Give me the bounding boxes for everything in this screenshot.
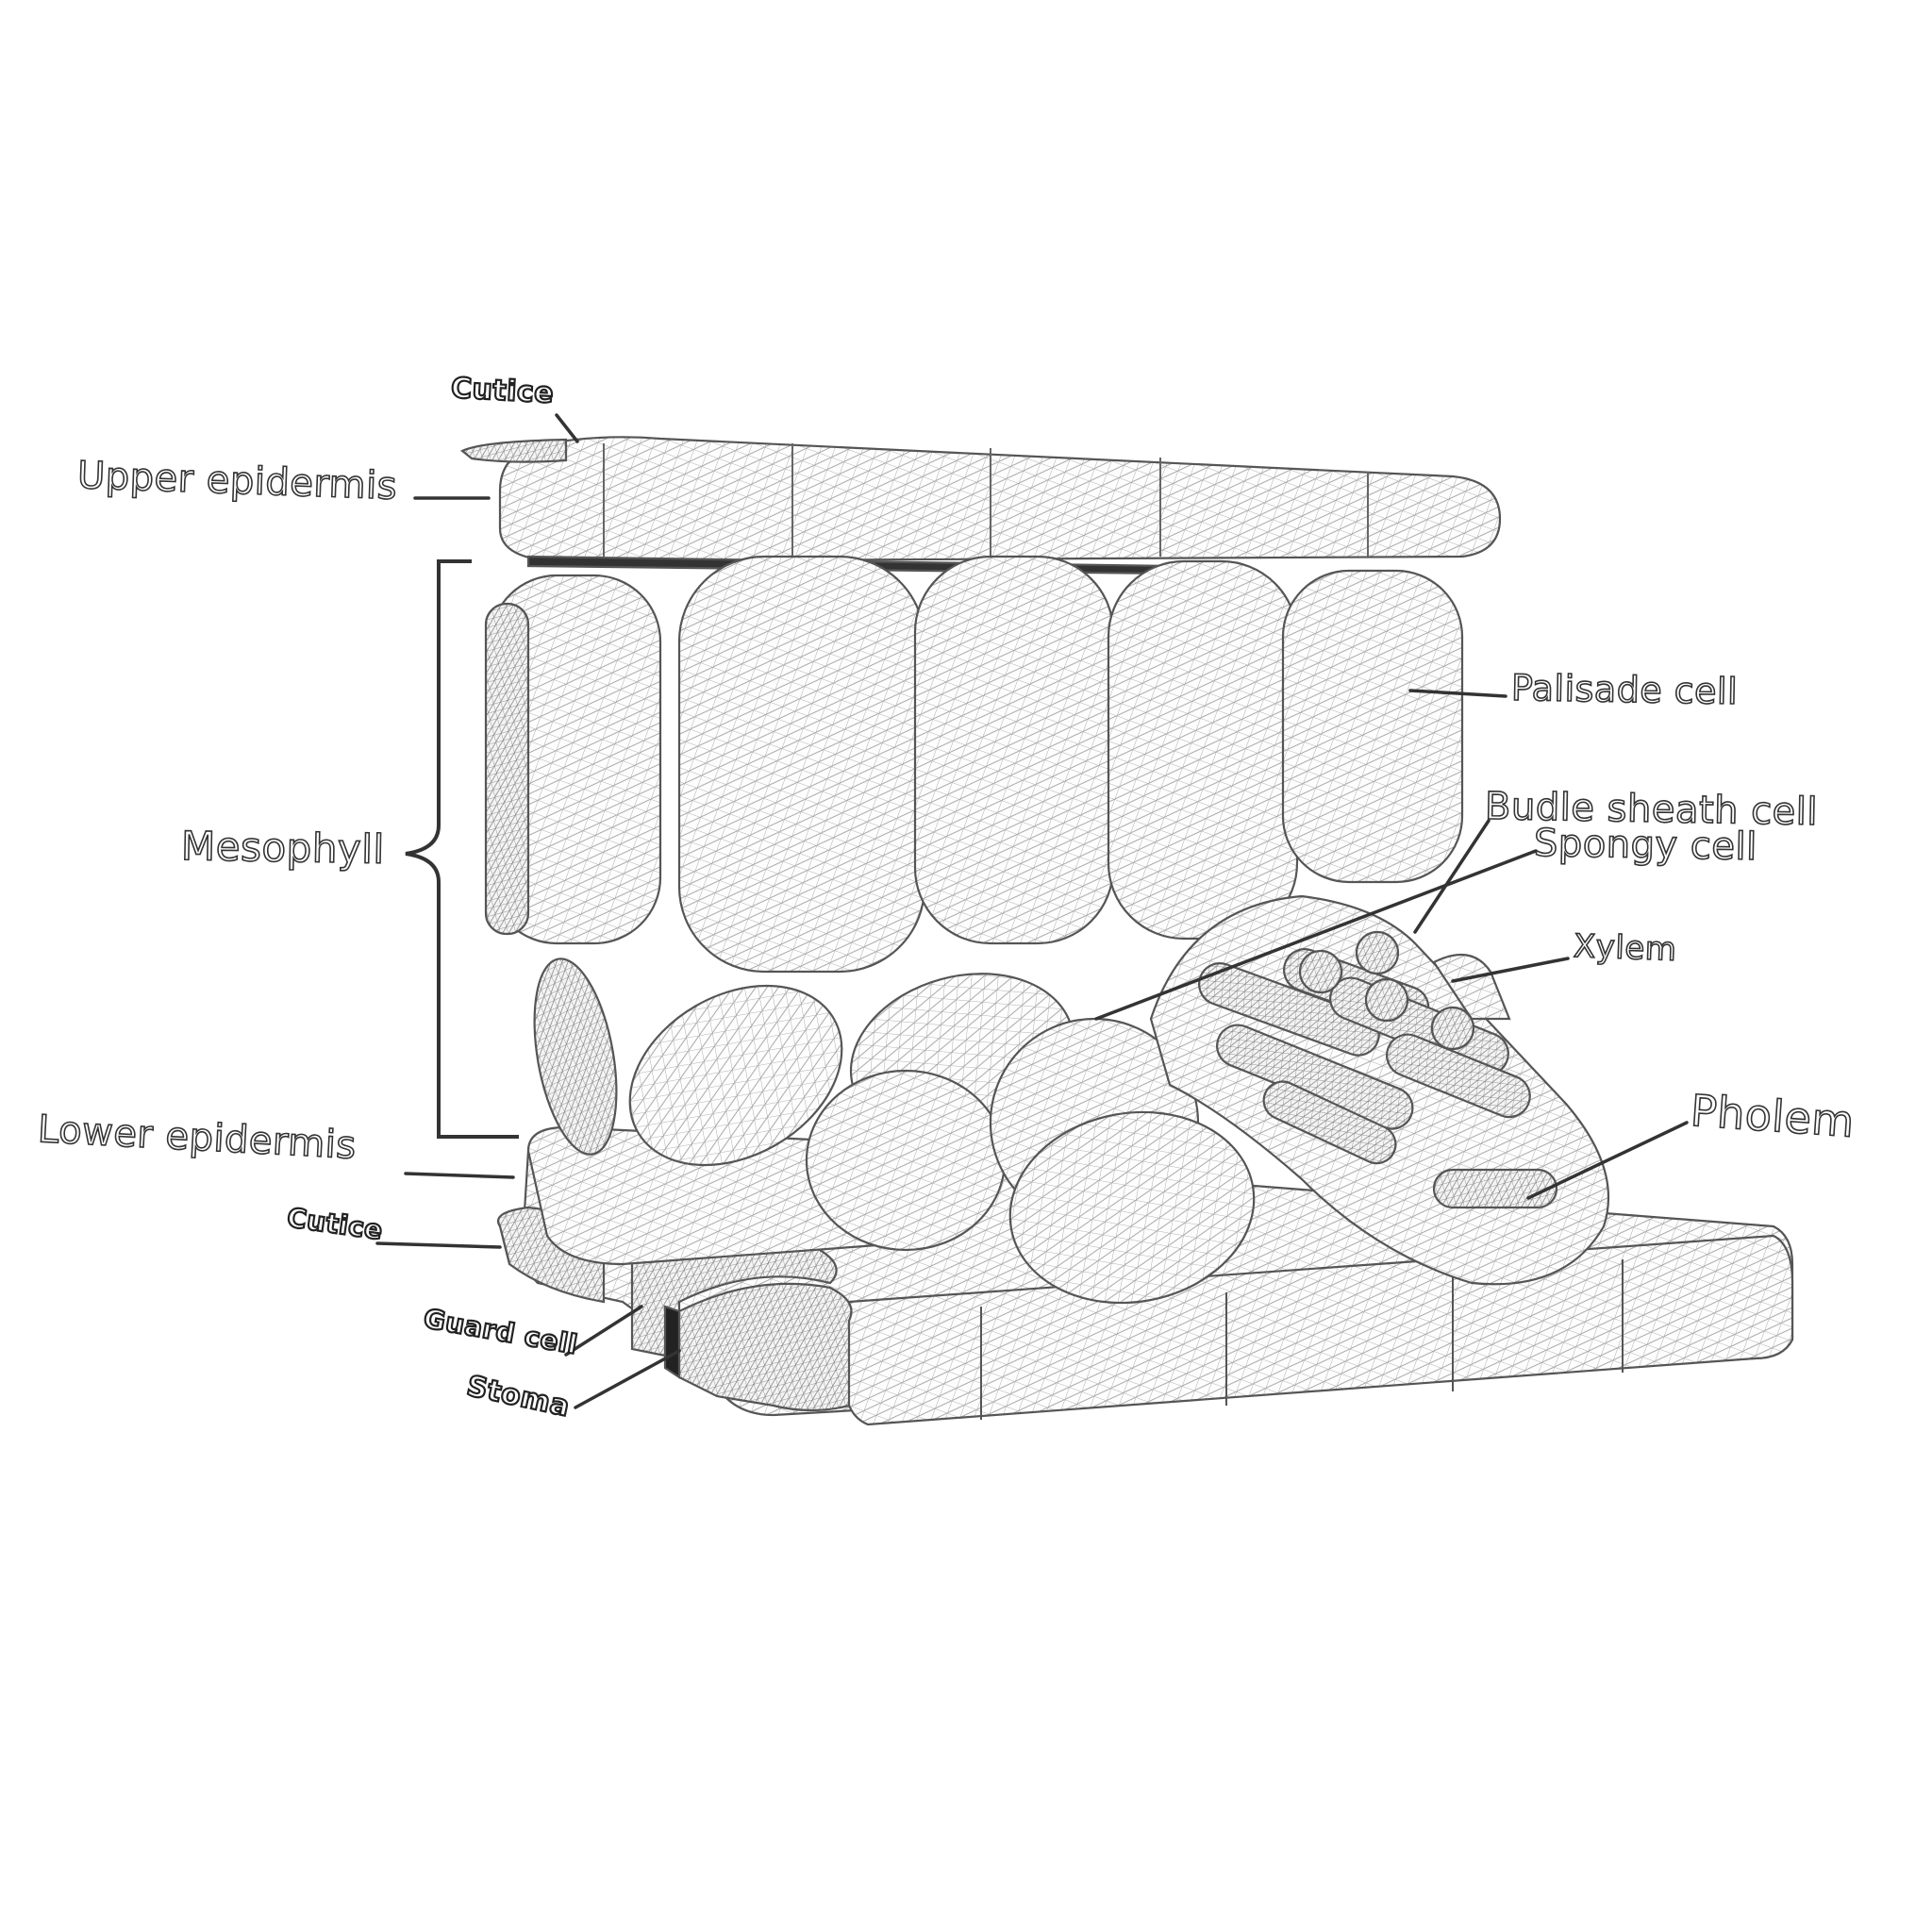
label-phloem: Pholem (1689, 1084, 1857, 1148)
label-xylem: Xylem (1573, 926, 1678, 969)
guard-cell-stoma (630, 1232, 853, 1412)
xylem-tubes (1198, 930, 1531, 1165)
phloem-tubes (1432, 1168, 1558, 1209)
spongy-cells (533, 958, 1256, 1305)
leader-lines (375, 413, 1689, 1409)
label-mesophyll: Mesophyll (180, 822, 386, 873)
label-spongy-cell: Spongy cell (1533, 821, 1758, 870)
palisade-cells (484, 555, 1464, 974)
vascular-bundle (1149, 894, 1610, 1286)
upper-cuticle (459, 438, 568, 463)
label-upper-epidermis: Upper epidermis (76, 453, 399, 508)
label-palisade-cell: Palisade cell (1510, 666, 1740, 713)
mesophyll-bracket (405, 559, 519, 1139)
label-upper-cuticle: Cutice (449, 371, 556, 411)
upper-epidermis-layer (498, 436, 1502, 575)
